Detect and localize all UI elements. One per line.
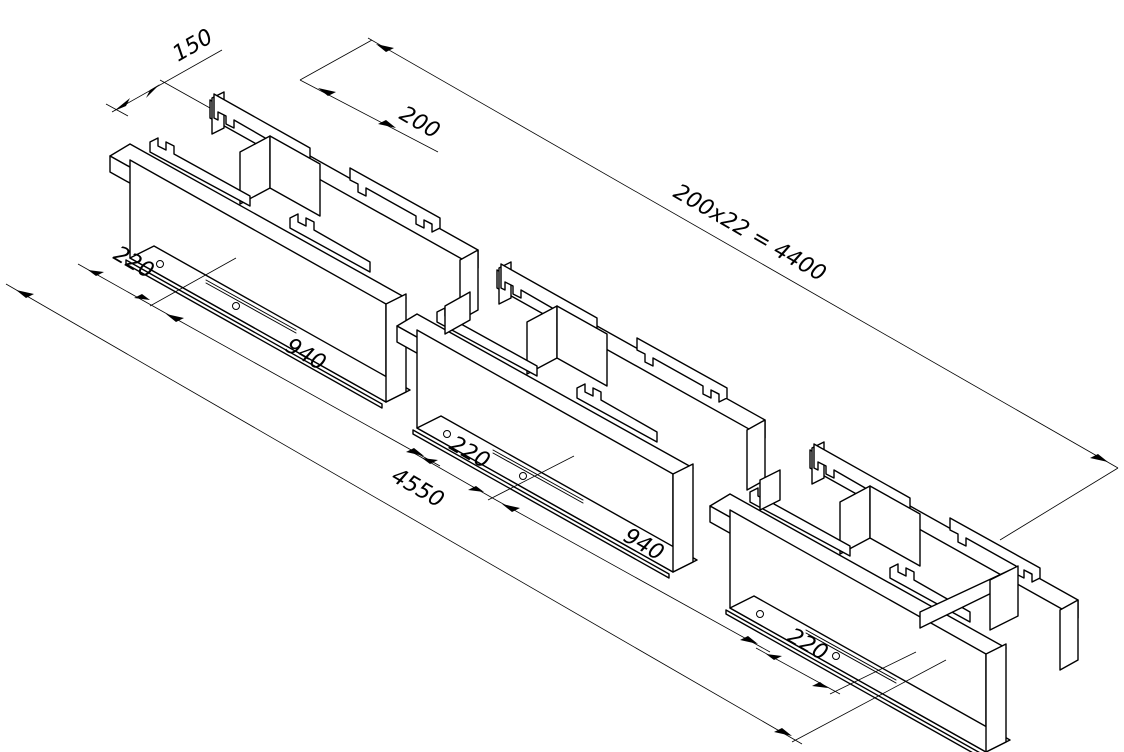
- dimension-set-1: 220 940: [77, 242, 441, 467]
- connecting-beam: [444, 291, 1019, 631]
- dimension-200: 200: [299, 39, 444, 153]
- dim-label-200: 200: [395, 102, 444, 145]
- dimension-150: 150: [105, 25, 223, 117]
- dim-label-150: 150: [169, 25, 218, 68]
- dim-label-4550: 4550: [387, 464, 448, 514]
- dim-label-total-pitch: 200x22 = 4400: [669, 180, 830, 287]
